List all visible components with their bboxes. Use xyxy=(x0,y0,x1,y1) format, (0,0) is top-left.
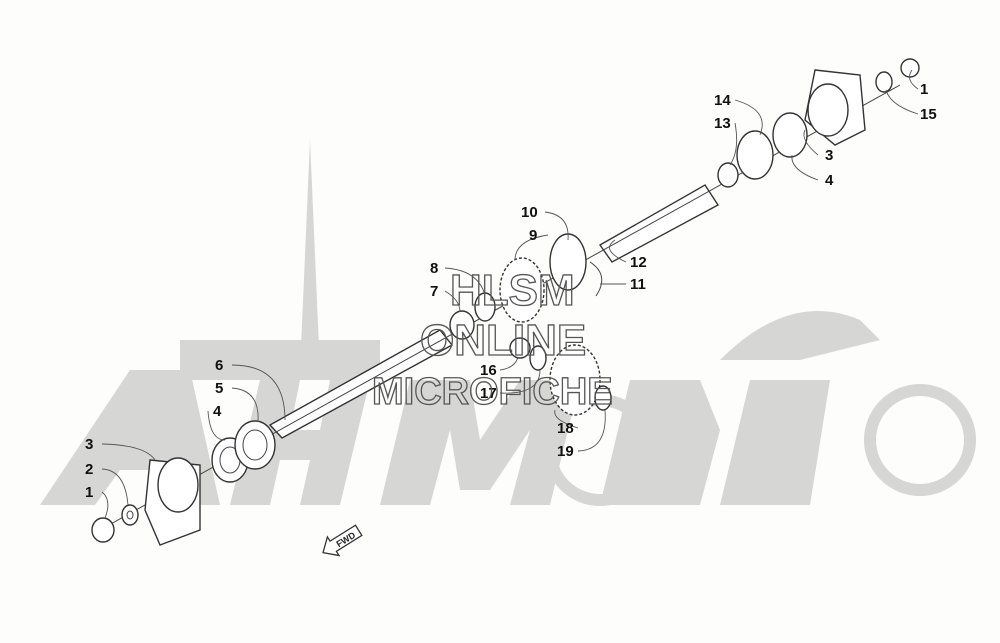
watermark-line3: MICROFICHE xyxy=(372,371,613,413)
callout-3-top: 3 xyxy=(825,147,833,164)
callout-19: 19 xyxy=(557,443,574,460)
bearing-14 xyxy=(736,130,774,180)
ring-13 xyxy=(717,162,739,188)
callout-13: 13 xyxy=(714,115,731,132)
callout-6: 6 xyxy=(215,357,223,374)
callout-1-top: 1 xyxy=(920,81,928,98)
callout-8: 8 xyxy=(430,260,438,277)
callout-4-top: 4 xyxy=(825,172,834,189)
arrow-left-icon xyxy=(322,524,363,557)
washer-17 xyxy=(529,345,547,371)
callout-10: 10 xyxy=(521,204,538,221)
forward-direction-arrow: FWD xyxy=(322,524,363,557)
nut-7 xyxy=(449,310,475,340)
nut-1 xyxy=(91,517,115,543)
callout-7: 7 xyxy=(430,283,438,300)
left-hub-assembly xyxy=(91,420,276,546)
callout-2: 2 xyxy=(85,461,93,478)
leader-lines xyxy=(101,69,919,519)
callout-18: 18 xyxy=(557,420,574,437)
callout-12: 12 xyxy=(630,254,647,271)
callout-labels: 14 13 1 15 3 4 10 9 12 11 8 7 6 5 4 3 2 … xyxy=(85,81,937,501)
callout-16: 16 xyxy=(480,362,497,379)
gear-9 xyxy=(499,257,545,323)
watermark-line1: HLSM xyxy=(450,266,575,315)
callout-14: 14 xyxy=(714,92,731,109)
right-hub-assembly xyxy=(717,58,920,188)
callout-11: 11 xyxy=(630,276,646,293)
watermark: HLSM ONLINE MICROFICHE xyxy=(371,265,613,413)
callout-15: 15 xyxy=(920,106,937,123)
watermark-line2: ONLINE xyxy=(420,316,586,365)
callout-4-bottom: 4 xyxy=(213,403,222,420)
callout-1-bottom: 1 xyxy=(85,484,93,501)
callout-17: 17 xyxy=(480,385,497,402)
seal-4-top xyxy=(772,112,808,158)
bearing-5 xyxy=(234,420,276,470)
nut-16 xyxy=(509,337,531,359)
washer-8 xyxy=(474,292,496,322)
snap-ring-11 xyxy=(589,261,603,297)
washer-15 xyxy=(875,71,893,93)
gear-18 xyxy=(549,344,601,416)
callout-9: 9 xyxy=(529,227,537,244)
callout-3-bottom: 3 xyxy=(85,436,93,453)
washer-2 xyxy=(121,504,139,526)
callout-5: 5 xyxy=(215,380,223,397)
differential-gears xyxy=(449,233,612,416)
washer-19 xyxy=(594,385,612,411)
